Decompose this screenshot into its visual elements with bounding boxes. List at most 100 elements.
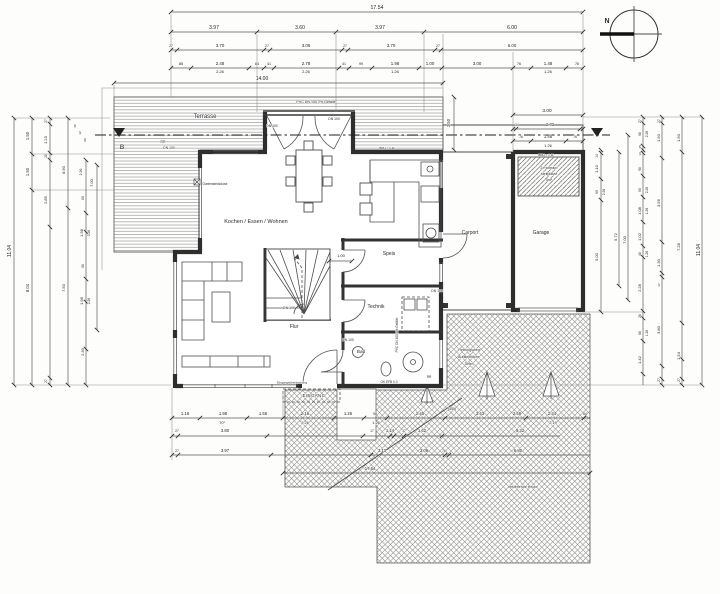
dim-label: 70¹ [219, 421, 225, 425]
dim-label: 3.97 [375, 25, 385, 31]
dim-label: 27 [169, 44, 173, 48]
bike-label-1: 2 Fahrrad- [540, 166, 558, 170]
dim-label: 1.00 [426, 61, 435, 66]
dim-label: 3.43 [476, 411, 485, 416]
bike-storage [517, 156, 580, 197]
dim-label: 1.26 [544, 69, 553, 74]
entrance-canopy [193, 178, 341, 403]
dim-label: 2.34 [548, 411, 557, 416]
dim-label: 17 [657, 283, 661, 287]
dim-label: 80 [81, 196, 85, 200]
dim-label: 76 [517, 62, 521, 66]
dn100-label-1: DN 100 [266, 124, 278, 128]
dn100-label-terrace: DN 100 [163, 146, 175, 150]
dim-label: 1.50 [656, 133, 661, 142]
dim-label: 5.72 [613, 232, 618, 241]
dim-label: 2.26 [216, 69, 225, 74]
dim-label: 1.02 [637, 232, 642, 241]
dim-label: 17.64 [365, 466, 376, 471]
dim-label: 3.09 [420, 448, 429, 453]
dim-label: 17.54 [371, 5, 384, 11]
tree-symbols [420, 370, 560, 404]
dim-label: 11.04 [7, 245, 13, 257]
dining-set [285, 140, 333, 213]
dim-label: 2.50 [446, 118, 451, 127]
dim-label: 3.97 [209, 25, 219, 31]
dim-label: 6.80 [514, 448, 523, 453]
dn100-label-3: DN 100 [283, 306, 295, 310]
dim-label: 2.48 [513, 411, 522, 416]
rescue-label-2: Aufstellfläche [458, 355, 480, 359]
dim-label: 2.48 [416, 411, 425, 416]
hedge-label: bestehende Hecke [508, 485, 538, 489]
dim-label: 3.00 [473, 61, 482, 66]
sill-height-label-kitchen: BRH = 1.11 [379, 146, 395, 150]
dim-label: 14 [515, 123, 519, 127]
dn100-label-4: DN 100 [342, 338, 354, 342]
dim-label: 1.30 [656, 258, 661, 267]
dim-label: 2.16 [301, 411, 310, 416]
sill-height-label-garage: BRH = 1.11 [538, 153, 554, 157]
dim-label: 7.28 [676, 242, 681, 251]
dim-label: 27 [657, 119, 661, 123]
dim-label: 76 [442, 449, 446, 453]
dim-label: 99 [359, 62, 363, 66]
rescue-label-3: 3x9m [464, 362, 473, 366]
dim-label: 7.50 [61, 283, 66, 292]
dim-label: 27 [175, 449, 179, 453]
dim-label: 11.04 [696, 244, 702, 256]
dim-label: 3.97 [221, 448, 230, 453]
dim-label: 1.98 [79, 296, 84, 305]
dim-label: 1.00 [337, 253, 346, 258]
dim-label: 14 [595, 154, 599, 158]
dim-label: 1.10 [594, 164, 599, 173]
dim-label: 14 [638, 152, 642, 156]
section-cut-line [95, 128, 610, 137]
dim-label: 17 [370, 429, 374, 433]
dim-label: 7.00 [622, 235, 627, 244]
bike-label-2: stellplätze [541, 172, 557, 176]
dim-label: 15 [638, 145, 642, 149]
dim-label: 98 [638, 132, 642, 136]
dim-label: 1.14 [386, 428, 395, 433]
entrance-label: EINGANG [303, 393, 326, 398]
dim-label: 27 [343, 44, 347, 48]
carport-area [443, 151, 513, 311]
dim-label: 1.98 [219, 411, 228, 416]
dim-label: 90 [638, 188, 642, 192]
north-label: N [604, 18, 609, 25]
room-label-wohnen: Kochen / Essen / Wohnen [224, 219, 288, 225]
dim-label: 1.62 [418, 428, 427, 433]
bike-label-3: 4m² [546, 178, 553, 182]
dim-label: 26 [83, 138, 87, 142]
dim-label: 1.98 [79, 228, 84, 237]
dim-label: 27 [44, 119, 48, 123]
technik-fixtures [401, 296, 430, 332]
dim-label: 2.19 [549, 421, 556, 425]
dim-label: 2.72 [546, 122, 555, 127]
dim-label: 2.26 [301, 421, 308, 425]
dim-label: 3.00 [542, 108, 552, 114]
dim-label: 2.78 [302, 61, 311, 66]
walkway-notch [336, 388, 377, 441]
dim-label: 28 [638, 314, 642, 318]
dim-label: 2.48 [216, 61, 225, 66]
rr-label-entry: RR [427, 375, 432, 379]
dim-label: 3.70 [387, 43, 396, 48]
north-arrow-icon [600, 6, 662, 62]
dim-label: 2.26 [602, 189, 606, 196]
garage-area [510, 149, 586, 313]
dim-label: 1.26 [645, 330, 649, 337]
rescue-label-1: Rettungsweg [458, 348, 480, 352]
room-label-bad: Bad [357, 349, 366, 354]
room-label-technik: Technik [368, 304, 385, 310]
dim-label: 2.26 [79, 169, 83, 176]
dim-label: 2.26 [87, 230, 91, 237]
room-label-speis: Speis [383, 251, 396, 257]
dim-label: 28 [44, 154, 48, 158]
dim-label: 17 [402, 429, 406, 433]
dim-label: 12 [78, 131, 82, 135]
dim-label: 5.00 [594, 252, 599, 261]
dim-label: 98 [81, 264, 85, 268]
